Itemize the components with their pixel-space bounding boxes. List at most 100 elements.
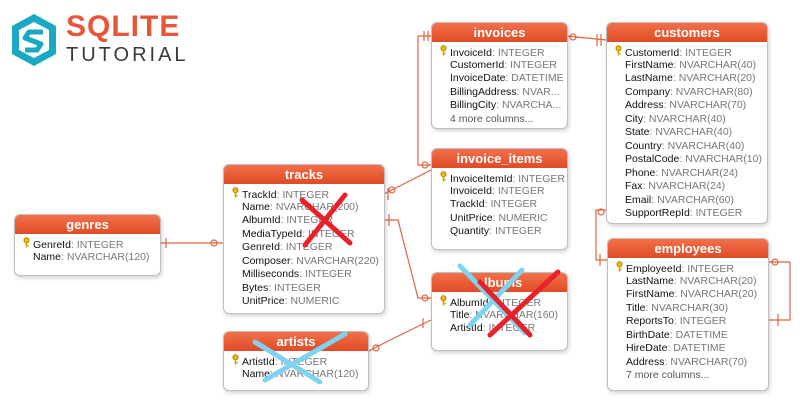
column-row: TrackId: INTEGER: [438, 198, 561, 212]
column-name: GenreId: [242, 241, 280, 253]
column-row: Name: NVARCHAR(120): [230, 368, 362, 382]
column-type: : INTEGER: [492, 47, 545, 59]
column-row: FirstName: NVARCHAR(40): [613, 59, 761, 73]
column-type: : INTEGER: [70, 239, 124, 251]
column-row: Quantity: INTEGER: [438, 225, 561, 239]
column-row: ReportsTo: INTEGER: [614, 315, 762, 329]
column-type: : INTEGER: [504, 58, 557, 71]
column-row: GenreId: INTEGER: [230, 241, 378, 255]
column-name: TrackId: [242, 189, 277, 201]
rel-employees-customers: [595, 209, 607, 261]
column-row: Country: NVARCHAR(40): [613, 140, 761, 154]
key-icon: [438, 45, 448, 61]
column-row: Title: NVARCHAR(160): [438, 309, 561, 323]
column-name: Title: [450, 308, 470, 321]
column-type: : NVARCHAR(120): [270, 367, 359, 380]
column-type: : INTEGER: [299, 268, 352, 280]
column-type: : NVARCHAR(160): [469, 308, 558, 321]
column-row: City: NVARCHAR(40): [613, 113, 761, 127]
column-name: InvoiceItemId: [450, 173, 513, 185]
key-icon: [614, 261, 624, 277]
column-name: BillingCity: [450, 99, 497, 111]
more-columns-link[interactable]: 4 more columns...: [450, 112, 534, 125]
column-name: PostalCode: [625, 153, 680, 165]
column-name: Fax: [625, 180, 643, 192]
column-row: Name: NVARCHAR(200): [230, 201, 378, 215]
key-icon: [230, 354, 240, 370]
column-type: : NVARCHAR(220): [290, 254, 379, 267]
column-type: : NUMERIC: [492, 211, 548, 224]
primary-key-column-row: AlbumId: INTEGER: [438, 295, 561, 309]
column-type: : NVARCHAR(120): [61, 250, 150, 263]
column-name: Address: [625, 99, 664, 111]
column-type: : NVARCHAR(200): [270, 200, 359, 213]
column-name: Title: [626, 301, 646, 314]
column-row: UnitPrice: NUMERIC: [230, 295, 378, 309]
column-row: CustomerId: INTEGER: [438, 59, 561, 73]
column-name: ReportsTo: [626, 315, 674, 327]
column-row: Composer: NVARCHAR(220): [230, 254, 379, 269]
column-name: InvoiceDate: [450, 72, 506, 84]
column-name: CustomerId: [625, 47, 680, 59]
table-title: customers: [607, 23, 767, 42]
column-name: BirthDate: [626, 328, 670, 341]
column-name: Milliseconds: [242, 268, 300, 280]
column-name: MediaTypeId: [242, 227, 303, 240]
column-type: : INTEGER: [489, 225, 542, 237]
table-title: albums: [432, 273, 567, 292]
column-type: : INTEGER: [279, 241, 333, 253]
column-type: : INTEGER: [492, 184, 545, 197]
table-title: employees: [608, 239, 768, 258]
column-row: MediaTypeId: INTEGER: [230, 228, 378, 242]
column-type: : INTEGER: [681, 263, 734, 275]
column-name: CustomerId: [450, 58, 505, 71]
column-type: : NVARCHAR(60): [651, 193, 734, 206]
column-name: State: [625, 126, 650, 138]
column-row: HireDate: DATETIME: [614, 342, 762, 356]
more-columns-link[interactable]: 7 more columns...: [626, 369, 710, 381]
column-type: : NVARCHA...: [496, 99, 562, 111]
column-row: Phone: NVARCHAR(24): [613, 167, 761, 181]
column-name: HireDate: [626, 342, 668, 354]
column-name: UnitPrice: [450, 211, 493, 224]
column-type: : DATETIME: [669, 328, 728, 341]
primary-key-column-row: InvoiceItemId: INTEGER: [438, 171, 565, 185]
column-type: : NVARCHAR(24): [642, 180, 726, 192]
key-icon: [230, 187, 240, 203]
primary-key-column-row: EmployeeId: INTEGER: [614, 261, 762, 275]
column-type: : DATETIME: [667, 342, 726, 354]
key-icon: [438, 295, 448, 311]
column-name: LastName: [625, 72, 673, 84]
column-row: FirstName: NVARCHAR(20): [614, 288, 762, 302]
logo-text-tutorial: TUTORIAL: [66, 44, 189, 66]
column-row: Email: NVARCHAR(60): [613, 194, 761, 208]
column-row: Name: NVARCHAR(120): [21, 251, 154, 265]
column-type: : NVARCHAR(70): [664, 355, 748, 368]
column-row: ArtistId: INTEGER: [438, 322, 561, 336]
logo-text-sqlite: SQLITE: [66, 10, 181, 43]
logo-hexagon-icon: [12, 14, 56, 66]
column-type: : INTEGER: [679, 47, 732, 59]
column-row: Address: NVARCHAR(70): [613, 99, 761, 113]
column-type: : DATETIME: [505, 72, 564, 84]
column-row: InvoiceDate: DATETIME: [438, 72, 564, 86]
primary-key-column-row: ArtistId: INTEGER: [230, 354, 362, 368]
column-type: : NVARCHAR(40): [649, 126, 733, 138]
key-icon: [21, 237, 31, 253]
column-type: : INTEGER: [302, 227, 355, 240]
column-row: BillingAddress: NVAR...: [438, 86, 561, 100]
rel-employees-self: [767, 261, 791, 321]
column-type: : INTEGER: [268, 281, 321, 294]
column-type: : NVARCHAR(40): [673, 58, 757, 71]
column-row: Address: NVARCHAR(70): [614, 356, 762, 370]
column-row: BillingCity: NVARCHA...: [438, 99, 561, 113]
